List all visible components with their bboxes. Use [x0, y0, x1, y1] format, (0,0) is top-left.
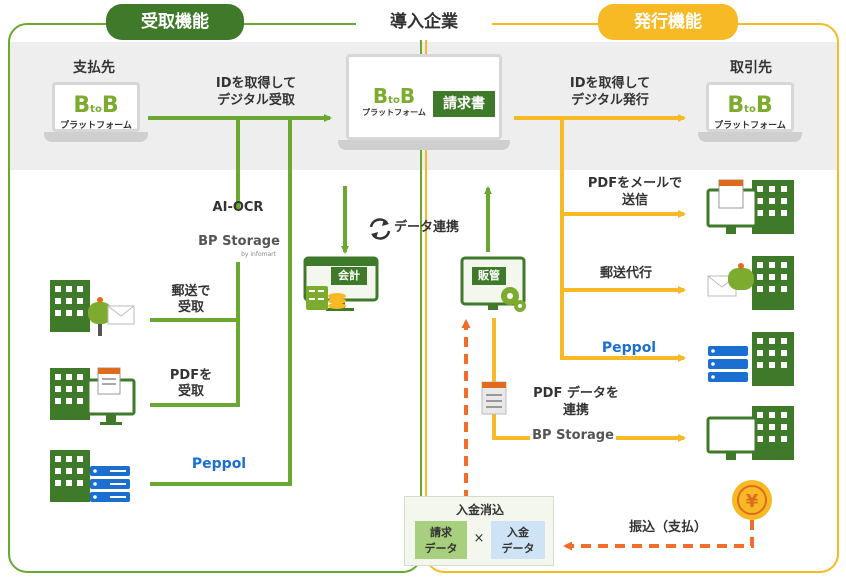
payer-screen: BtoB プラットフォーム: [52, 82, 140, 132]
bp-storage-text-left: BP Storage: [198, 234, 280, 249]
logo-to-partner: to: [744, 104, 756, 115]
company-screen: BtoB プラットフォーム 請求書: [346, 54, 502, 140]
invoice-data-box: 請求 データ: [415, 521, 467, 559]
times-sign: ×: [473, 531, 485, 546]
building-icon-storage-right: [706, 406, 794, 460]
peppol-receive-label: Peppol: [191, 456, 247, 472]
bbb-logo-sub-partner: プラットフォーム: [714, 121, 786, 131]
mail-proxy-label: 郵送代行: [599, 266, 652, 281]
invoice-data-line-1: 請求: [430, 526, 452, 539]
peppol-issue-label: Peppol: [601, 340, 657, 356]
invoice-data-line-2: データ: [424, 542, 458, 555]
building-icon-peppol-right: [708, 332, 794, 386]
bbb-logo-company: BtoB: [359, 85, 429, 112]
bp-storage-sub-left: by infomart: [241, 251, 276, 258]
bp-storage-logo-left: BP Storage by infomart: [196, 232, 282, 262]
receive-label-1: IDを取得して: [215, 76, 297, 91]
partner-screen: BtoB プラットフォーム: [706, 82, 794, 132]
payer-laptop-base: [44, 132, 148, 142]
payer-laptop: BtoB プラットフォーム: [44, 82, 148, 142]
pdf-mail-label-2: 送信: [621, 193, 648, 208]
pdf-receive-label-2: 受取: [177, 384, 204, 399]
bp-storage-text-right: BP Storage: [532, 428, 614, 443]
reconcile-title: 入金消込: [455, 503, 504, 517]
pdf-receive-line: [150, 262, 240, 407]
pdf-receive-label-1: PDFを: [169, 368, 213, 383]
bbb-logo-sub-payer: プラットフォーム: [60, 121, 132, 131]
building-icon-mail-right: [707, 256, 794, 310]
yen-coin-icon: ¥: [732, 480, 772, 520]
building-icon-pdf-right: [706, 179, 794, 234]
pdf-link-label-1: PDF データを: [533, 386, 619, 401]
reconcile-box: 入金消込 請求 データ × 入金 データ: [404, 496, 554, 566]
building-icon-pdf-left: [50, 368, 90, 420]
pdf-mail-label-1: PDFをメールで: [587, 176, 683, 191]
mail-receive-label-1: 郵送で: [171, 284, 211, 299]
sync-icon: [369, 218, 391, 240]
partner-laptop-base: [698, 132, 802, 142]
partner-laptop: BtoB プラットフォーム: [698, 82, 802, 142]
building-icon-mail-left: [50, 280, 90, 332]
peppol-issue-line: [560, 118, 686, 362]
payer-label: 支払先: [73, 60, 115, 76]
company-laptop-base: [338, 140, 510, 150]
logo-b2-company: B: [399, 84, 416, 108]
logo-b1-partner: B: [727, 93, 745, 118]
logo-b2: B: [101, 93, 119, 118]
payment-data-line-1: 入金: [507, 526, 529, 539]
sales-badge: 販管: [472, 267, 506, 285]
bp-storage-logo-right: BP Storage: [530, 426, 616, 452]
transfer-arrow: [563, 520, 754, 551]
ai-ocr-label: AI-OCR: [212, 200, 264, 215]
pdf-link-arrow: [492, 318, 686, 442]
building-icon-peppol-left: [50, 450, 90, 502]
mail-receive-label-2: 受取: [177, 300, 204, 315]
server-icon-left: [90, 466, 130, 502]
monitor-pdf-icon: [86, 367, 136, 425]
logo-b1-company: B: [372, 84, 389, 108]
section-company: 導入企業: [356, 4, 492, 40]
payment-data-box: 入金 データ: [491, 521, 545, 559]
receive-label-2: デジタル受取: [217, 93, 295, 108]
invoice-badge: 請求書: [433, 91, 495, 117]
logo-b2-partner: B: [755, 93, 773, 118]
logo-b1: B: [73, 93, 91, 118]
bbb-logo-payer: BtoB: [55, 95, 137, 121]
company-laptop: BtoB プラットフォーム 請求書: [338, 54, 510, 150]
payment-data-line-2: データ: [501, 542, 535, 555]
mailbox-icon: [88, 297, 135, 336]
issue-label-1: IDを取得して: [569, 76, 651, 91]
bbb-logo-partner: BtoB: [709, 95, 791, 121]
bbb-logo-sub-company: プラットフォーム: [362, 108, 426, 117]
section-receive: 受取機能: [106, 4, 244, 40]
peppol-receive-line: [150, 118, 292, 486]
document-icon: [481, 381, 507, 415]
pdf-link-label-2: 連携: [562, 403, 589, 418]
logo-to: to: [90, 104, 102, 115]
section-issue: 発行機能: [598, 4, 738, 40]
issue-label-2: デジタル発行: [571, 93, 649, 108]
logo-to-company: to: [388, 95, 400, 106]
svg-text:¥: ¥: [746, 491, 759, 512]
transfer-label: 振込（支払）: [628, 520, 707, 535]
accounting-badge: 会計: [331, 267, 367, 285]
data-link-label: データ連携: [394, 220, 460, 235]
partner-label: 取引先: [730, 60, 772, 76]
